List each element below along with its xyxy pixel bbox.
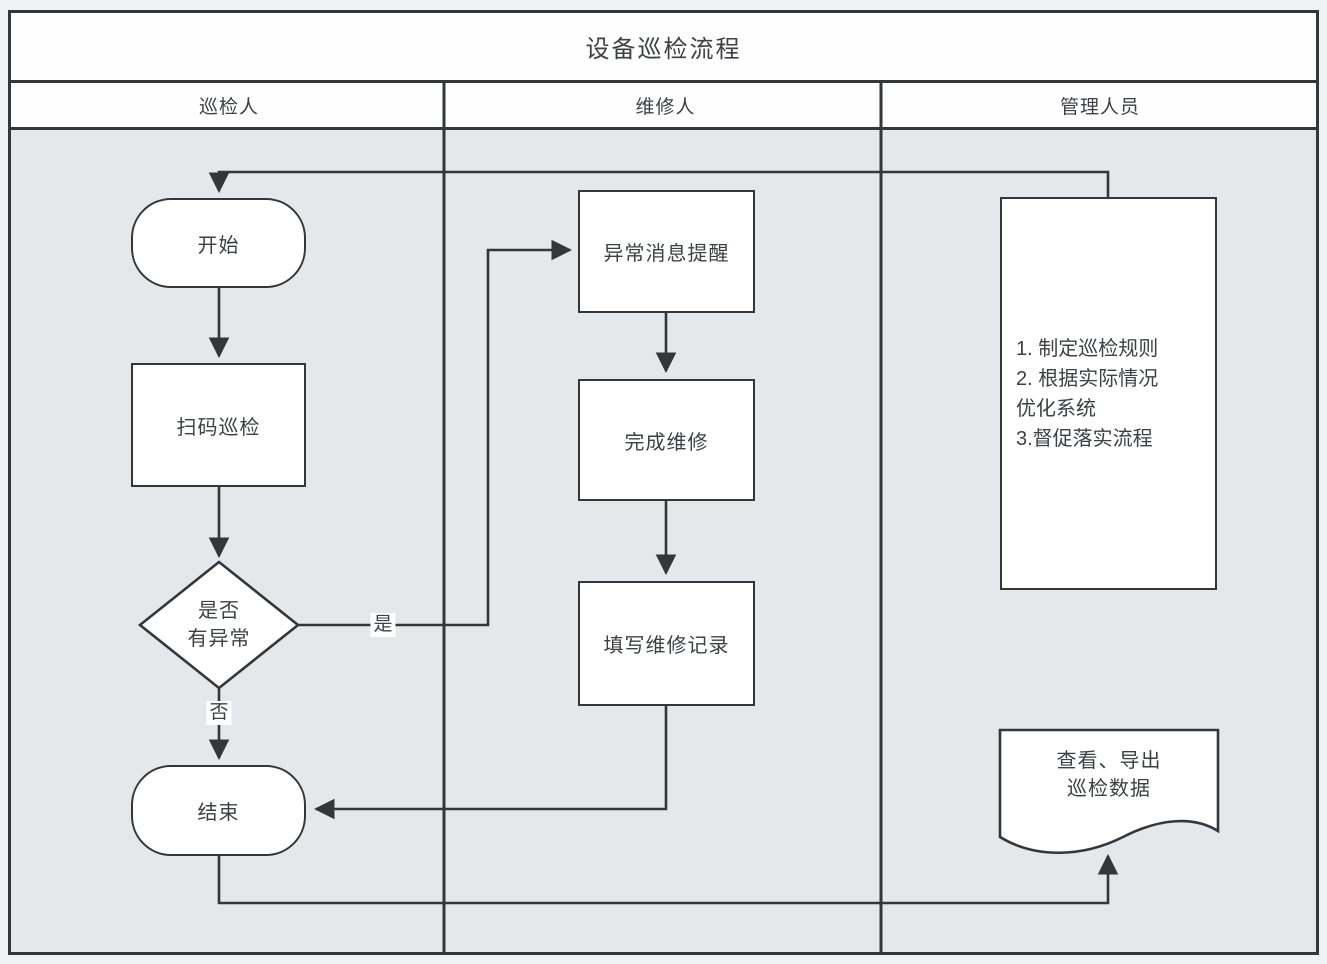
node-export-data-label: 查看、导出 巡检数据 [1000, 744, 1218, 806]
node-start: 开始 [131, 198, 306, 288]
management-duty-line-2: 2. 根据实际情况 [1016, 367, 1159, 390]
node-scan-inspect: 扫码巡检 [131, 363, 306, 487]
node-repair-record: 填写维修记录 [578, 581, 755, 706]
lane-header-row: 巡检人 维修人 管理人员 [11, 83, 1316, 130]
node-start-label: 开始 [197, 234, 240, 257]
decision-label-line1: 是否 [198, 600, 240, 622]
edge-label-no: 否 [206, 701, 232, 725]
lane-header-inspector: 巡检人 [11, 83, 447, 127]
node-decision-label: 是否 有异常 [149, 583, 289, 667]
node-complete-repair-label: 完成维修 [624, 431, 709, 454]
lane-header-maintainer: 维修人 [447, 83, 884, 127]
export-label-line1: 查看、导出 [1056, 750, 1162, 772]
node-management-duties: 1. 制定巡检规则 2. 根据实际情况 优化系统 3.督促落实流程 [1000, 197, 1217, 590]
lane-header-manager: 管理人员 [884, 83, 1316, 127]
node-complete-repair: 完成维修 [578, 379, 755, 501]
node-repair-record-label: 填写维修记录 [603, 635, 730, 657]
management-duty-line-3: 优化系统 [1016, 397, 1096, 420]
export-label-line2: 巡检数据 [1067, 778, 1151, 800]
lane-header-manager-label: 管理人员 [1059, 96, 1140, 118]
node-alert-label: 异常消息提醒 [603, 243, 730, 265]
diagram-title: 设备巡检流程 [585, 36, 742, 63]
lane-header-maintainer-label: 维修人 [635, 96, 696, 118]
node-end: 结束 [131, 765, 306, 856]
decision-label-line2: 有异常 [187, 628, 251, 650]
node-alert: 异常消息提醒 [578, 190, 755, 313]
diagram-title-bar: 设备巡检流程 [11, 13, 1316, 83]
node-scan-inspect-label: 扫码巡检 [176, 416, 261, 439]
edge-label-yes: 是 [370, 613, 396, 637]
lane-header-inspector-label: 巡检人 [198, 96, 259, 118]
management-duty-line-4: 3.督促落实流程 [1016, 427, 1153, 450]
node-end-label: 结束 [197, 802, 240, 824]
management-duty-line-1: 1. 制定巡检规则 [1016, 337, 1159, 360]
